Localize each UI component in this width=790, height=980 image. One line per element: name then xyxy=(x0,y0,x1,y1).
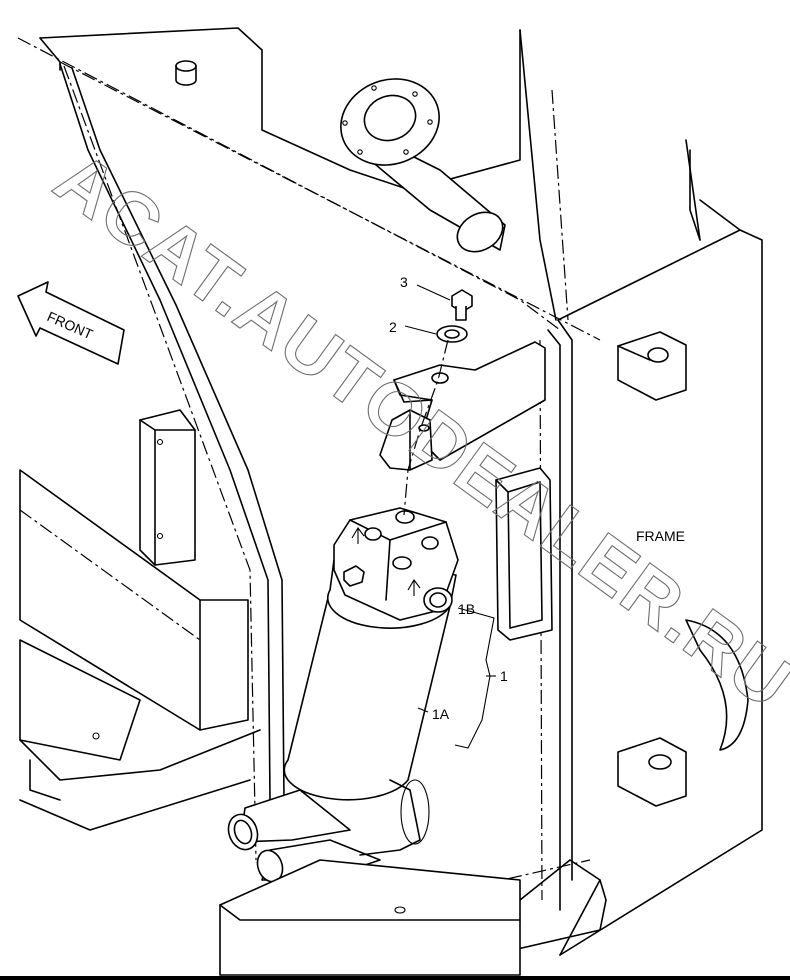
filter-assembly xyxy=(227,507,459,883)
mounting-bracket xyxy=(379,341,546,471)
washer-part-2 xyxy=(436,325,468,343)
bolt-part-3 xyxy=(451,289,473,321)
bottom-border xyxy=(0,976,790,980)
frame-slot xyxy=(495,467,553,641)
callout-3: 3 xyxy=(400,274,408,290)
frame-boss-lower xyxy=(617,737,687,807)
left-bracket-bar xyxy=(139,409,196,566)
flanged-pipe xyxy=(340,78,506,253)
bottom-tray xyxy=(219,859,521,976)
front-arrow-icon: FRONT xyxy=(17,281,125,365)
callout-1a: 1A xyxy=(432,706,450,722)
frame-outline xyxy=(17,27,763,961)
assembly-line xyxy=(403,339,449,516)
callout-1: 1 xyxy=(500,668,508,684)
callout-2: 2 xyxy=(389,319,397,335)
frame-curved-cutout xyxy=(685,619,749,751)
top-boss xyxy=(175,60,197,86)
frame-label: FRAME xyxy=(636,528,685,544)
callout-1b: 1B xyxy=(458,601,475,617)
callouts: 3 2 1B 1 1A FRAME xyxy=(389,274,685,749)
left-machinery xyxy=(19,469,261,831)
frame-boss-upper xyxy=(617,331,687,401)
